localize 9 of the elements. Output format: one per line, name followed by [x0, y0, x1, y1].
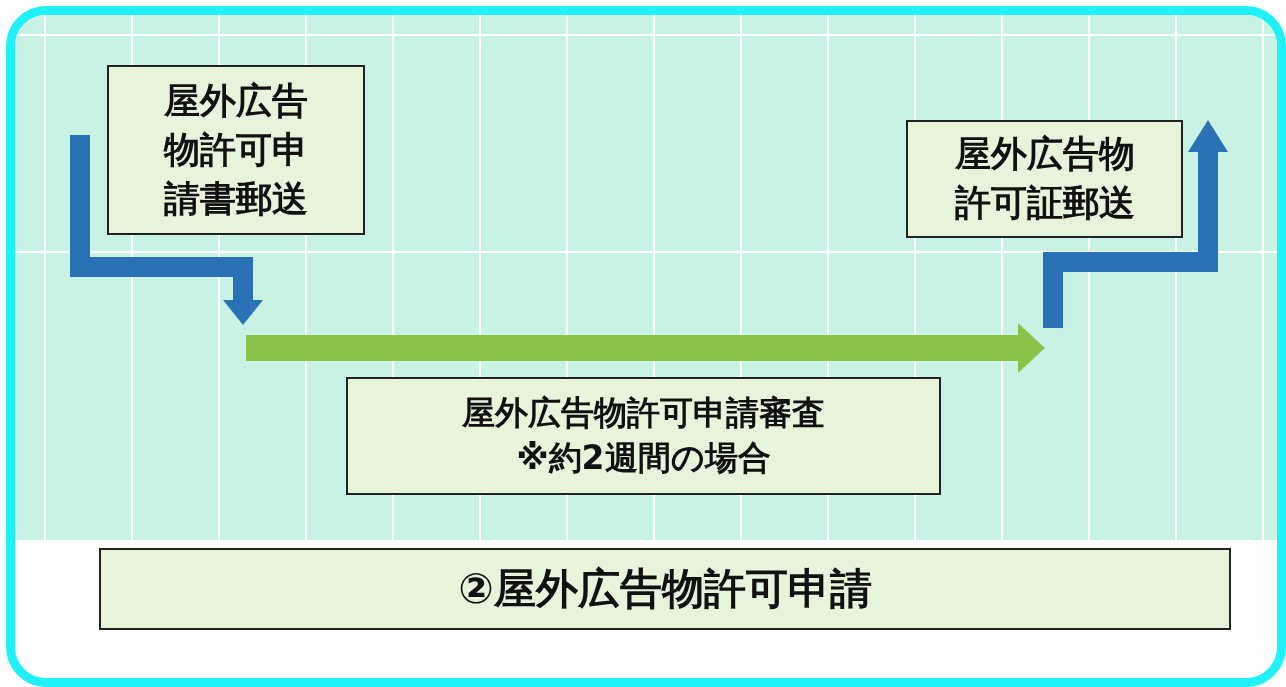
step-box [906, 120, 1183, 238]
box-text: ②屋外広告物許可申請 [458, 563, 872, 615]
box-text: ※約2週間の場合 [516, 437, 771, 479]
box-text: 屋外広告物許可申請審査 [462, 392, 825, 434]
heading-band [99, 548, 1231, 630]
step-box [107, 65, 365, 235]
box-text: 屋外広告物許可証郵送 [953, 132, 1136, 225]
step-box [346, 377, 941, 495]
box-text: 屋外広告物許可申請書郵送 [162, 78, 309, 221]
